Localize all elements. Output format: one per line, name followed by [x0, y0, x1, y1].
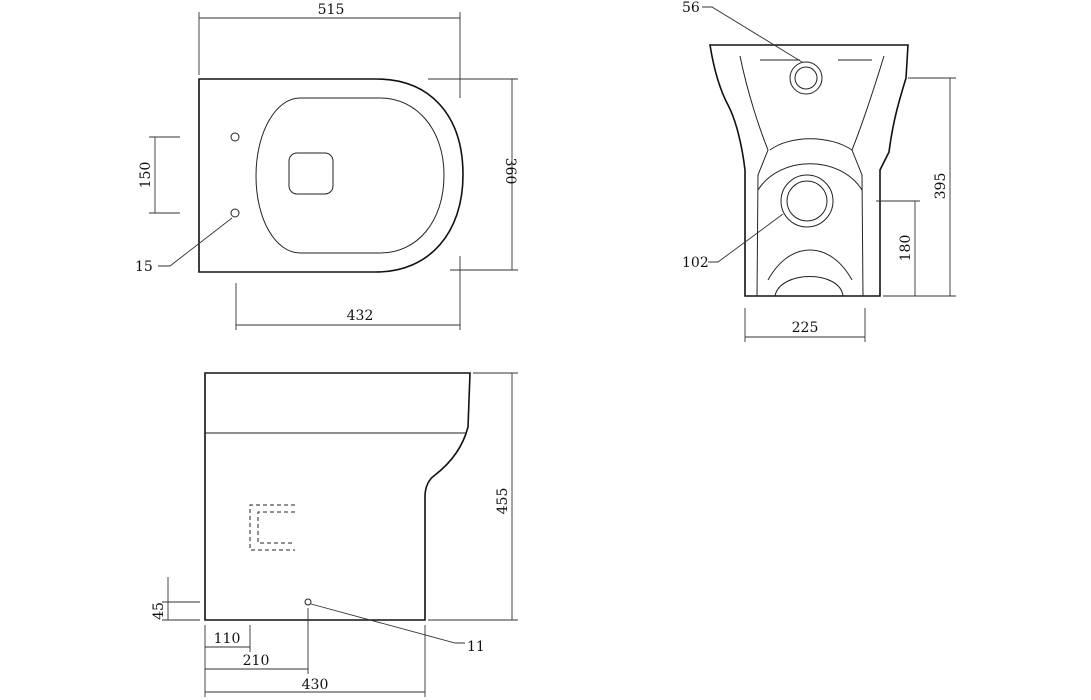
dim-label-360: 360	[502, 158, 518, 185]
rear-base-arch-inner	[767, 249, 853, 281]
dim-label-102: 102	[682, 255, 709, 271]
dim-label-110: 110	[214, 631, 241, 647]
side-fixing-hole	[304, 598, 312, 606]
rear-funnel	[760, 59, 872, 151]
dim-label-56: 56	[682, 0, 700, 16]
dim-label-515: 515	[318, 2, 345, 18]
rear-cavity	[757, 163, 863, 191]
dim-label-150: 150	[138, 162, 154, 189]
leader-15	[158, 217, 233, 267]
dim-label-225: 225	[792, 320, 819, 336]
inlet-outer	[789, 61, 823, 95]
dim-label-430: 430	[302, 677, 329, 693]
dim-label-210: 210	[243, 653, 270, 669]
rear-base-arch	[774, 276, 844, 297]
leader-56	[702, 6, 803, 63]
dim-label-180: 180	[898, 235, 914, 262]
rear-view-outline	[709, 44, 909, 297]
top-view-outline	[198, 78, 464, 273]
bowl-rim	[255, 97, 445, 254]
fixing-hole-lower	[230, 208, 240, 218]
outlet-inner	[786, 180, 828, 222]
outlet-outer	[780, 174, 834, 228]
dim-label-45: 45	[151, 602, 167, 620]
dim-label-395: 395	[933, 173, 949, 200]
bowl-outlet	[288, 152, 334, 195]
dim-label-15: 15	[135, 259, 153, 275]
dim-label-432: 432	[347, 308, 374, 324]
fixing-hole-upper	[230, 132, 240, 142]
leader-11	[310, 603, 465, 644]
rear-inner-left	[739, 55, 769, 297]
dim-label-11: 11	[467, 639, 485, 655]
cistern-slot	[249, 504, 295, 551]
side-view: 455 45 11 110 210 430	[151, 372, 518, 697]
leader-102	[708, 213, 784, 263]
dim-label-455: 455	[495, 488, 511, 515]
top-view: 515 360 150 15 432	[135, 2, 518, 330]
rear-view: 56 102 395 180 225	[682, 0, 956, 342]
side-view-outline	[204, 372, 471, 621]
inlet-inner	[794, 66, 818, 90]
cistern-slot-inner	[257, 511, 295, 544]
